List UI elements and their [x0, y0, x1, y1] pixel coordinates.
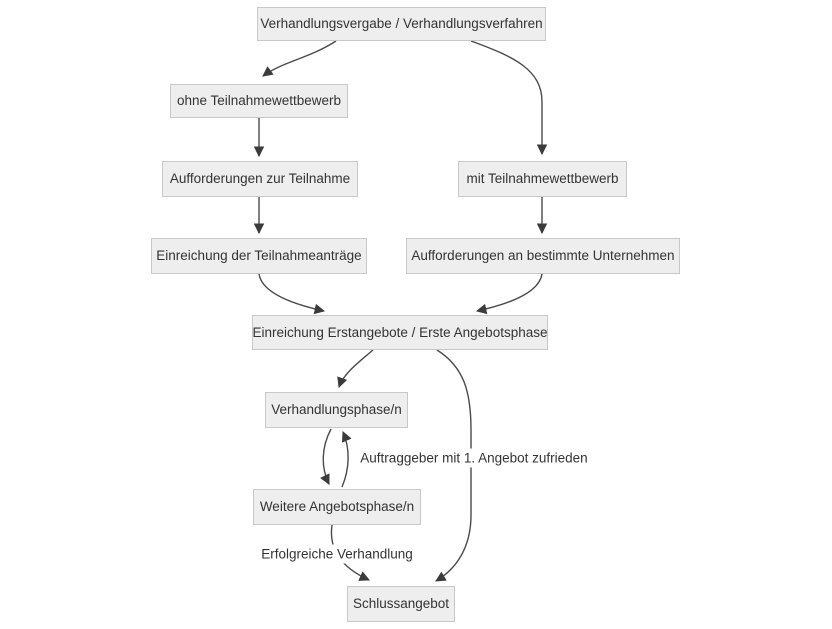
edge-label-erfolgreiche-verhandlung: Erfolgreiche Verhandlung: [257, 544, 417, 564]
node-aufforderungen-bestimmte-unternehmen: Aufforderungen an bestimmte Unternehmen: [406, 238, 680, 274]
node-mit-teilnahmewettbewerb: mit Teilnahmewettbewerb: [458, 161, 627, 197]
edge-verhandlungsphase-to-weitere: [320, 428, 332, 485]
node-weitere-angebotsphase: Weitere Angebotsphase/n: [253, 489, 421, 525]
edge-start-to-mit: [470, 40, 548, 156]
edge-start-to-ohne: [262, 40, 337, 77]
edge-weitere-to-verhandlungsphase: [341, 431, 352, 488]
edge-label-auftraggeber-zufrieden: Auftraggeber mit 1. Angebot zufrieden: [356, 448, 592, 468]
edge-einreichung-antraege-to-erstangebote: [258, 273, 326, 315]
edge-erstangebote-to-verhandlungsphase: [337, 349, 374, 388]
node-aufforderungen-zur-teilnahme: Aufforderungen zur Teilnahme: [162, 161, 358, 197]
node-einreichung-teilnahmeantraege: Einreichung der Teilnahmeanträge: [151, 238, 367, 274]
node-verhandlungsphase: Verhandlungsphase/n: [265, 392, 408, 428]
node-ohne-teilnahmewettbewerb: ohne Teilnahmewettbewerb: [170, 84, 348, 118]
node-verhandlungsvergabe: Verhandlungsvergabe / Verhandlungsverfah…: [257, 7, 546, 41]
node-einreichung-erstangebote: Einreichung Erstangebote / Erste Angebot…: [252, 315, 548, 350]
node-schlussangebot: Schlussangebot: [347, 586, 455, 622]
edge-erstangebote-to-schlussangebot: [435, 349, 472, 582]
edge-aufforderungen-unternehmen-to-erstangebote: [475, 273, 543, 315]
